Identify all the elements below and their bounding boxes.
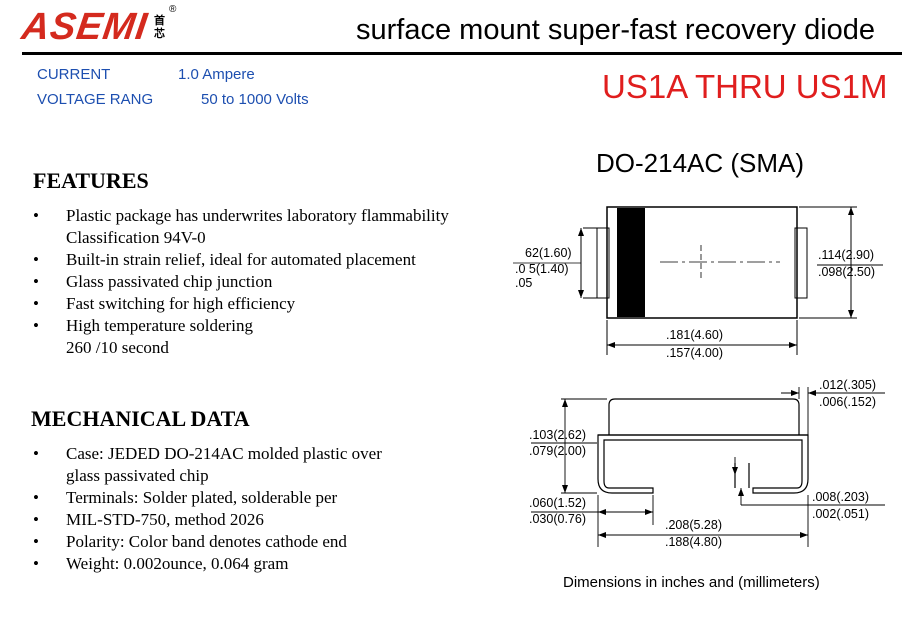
registered-mark: ® [169,4,177,15]
list-item-text: Case: JEDED DO-214AC molded plastic over [66,444,382,463]
dim-lead-width-max: 62(1.60) [525,246,572,260]
bullet: • [33,272,39,291]
dim-lead-len-max: .060(1.52) [529,496,586,510]
list-item-text: Classification 94V-0 [66,228,206,247]
dim-lead-width-mid: .0 5(1.40) [515,262,569,276]
document-subtitle: surface mount super-fast recovery diode [356,14,876,46]
list-item-text: Built-in strain relief, ideal for automa… [66,250,416,269]
right-lead [794,227,808,299]
bullet: • [33,488,39,507]
dim-lead-thick-min: .006(.152) [819,395,876,409]
package-body [606,206,798,319]
dim-body-height-min: .098(2.50) [818,265,875,279]
dim-height-min: .079(2.00) [529,444,586,458]
dim-body-height-max: .114(2.90) [818,248,874,262]
bullet: • [33,250,39,269]
bullet: • [33,510,39,529]
spec-voltage-label: VOLTAGE RANG [37,91,154,108]
cathode-band [617,208,645,317]
dim-lead-width-min: .05 [515,276,532,290]
spec-current-value: 1.0 Ampere [178,66,255,83]
list-item: • Fast switching for high efficiency [33,293,449,315]
bullet: • [33,532,39,551]
left-lead [596,227,610,299]
dim-standoff-min: .002(.051) [812,507,869,521]
list-item: • Plastic package has underwrites laborat… [33,205,449,249]
brand-logo-chinese: 首 芯 [154,14,166,40]
dim-lead-thick-max: .012(.305) [819,378,876,392]
list-item-text: 260 /10 second [66,338,169,357]
features-list: • Plastic package has underwrites laborat… [33,205,449,359]
dim-height-max: .103(2.62) [529,428,586,442]
list-item: • High temperature soldering 260 /10 secon… [33,315,449,359]
part-range-title: US1A THRU US1M [602,68,888,105]
dim-body-length-max: .181(4.60) [666,328,723,342]
package-name: DO-214AC (SMA) [596,148,805,178]
list-item-text: High temperature soldering [66,316,253,335]
spec-voltage-value: 50 to 1000 Volts [201,91,309,108]
brand-cn-bottom: 芯 [154,27,165,40]
side-body [608,398,800,435]
features-heading: FEATURES [33,168,149,193]
dim-overall-max: .208(5.28) [665,518,722,532]
bullet: • [33,294,39,313]
header-rule [22,52,902,55]
list-item-text: Terminals: Solder plated, solderable per [66,488,338,507]
list-item-text: Plastic package has underwrites laborato… [66,206,449,225]
list-item: • Polarity: Color band denotes cathode en… [33,531,382,553]
list-item: • Weight: 0.002ounce, 0.064 gram [33,553,382,575]
list-item: • Glass passivated chip junction [33,271,449,293]
brand-logo: ASEMI [19,6,151,48]
bullet: • [33,206,39,225]
dim-body-length-min: .157(4.00) [666,346,723,360]
dim-standoff-max: .008(.203) [812,490,869,504]
mechanical-heading: MECHANICAL DATA [31,406,250,431]
list-item: • Terminals: Solder plated, solderable pe… [33,487,382,509]
brand-cn-top: 首 [154,14,165,27]
side-view-drawing: .103(2.62) .079(2.00) .060(1.52) .030(0.… [529,378,885,549]
list-item-text: Fast switching for high efficiency [66,294,296,313]
list-item: • Case: JEDED DO-214AC molded plastic ove… [33,443,382,487]
dimensions-note: Dimensions in inches and (millimeters) [563,574,820,591]
spec-current-label: CURRENT [37,66,111,83]
mechanical-list: • Case: JEDED DO-214AC molded plastic ove… [33,443,382,575]
list-item-text: Weight: 0.002ounce, 0.064 gram [66,554,289,573]
dim-lead-len-min: .030(0.76) [529,512,586,526]
bullet: • [33,444,39,463]
bullet: • [33,316,39,335]
list-item: • Built-in strain relief, ideal for autom… [33,249,449,271]
list-item-text: MIL-STD-750, method 2026 [66,510,264,529]
list-item: • MIL-STD-750, method 2026 [33,509,382,531]
top-view-drawing: 62(1.60) .0 5(1.40) .05 .114(2.90) .098(… [513,206,883,360]
list-item-text: Polarity: Color band denotes cathode end [66,532,347,551]
list-item-text: glass passivated chip [66,466,209,485]
dim-overall-min: .188(4.80) [665,535,722,549]
bullet: • [33,554,39,573]
list-item-text: Glass passivated chip junction [66,272,273,291]
